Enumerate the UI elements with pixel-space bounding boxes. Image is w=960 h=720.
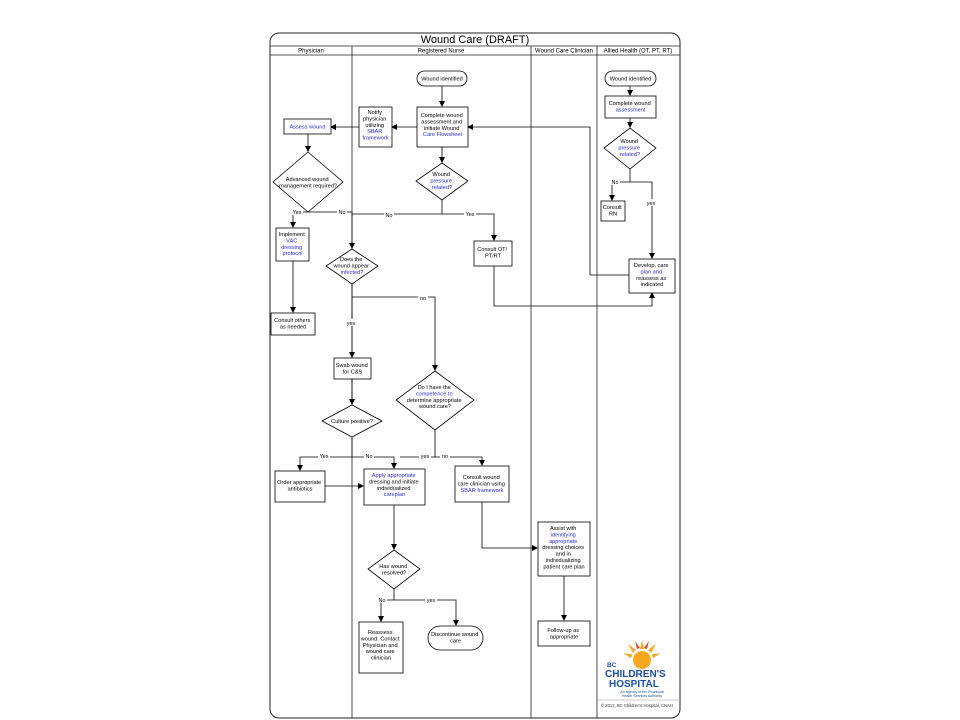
node-wound-resolved-q: Has wound resolved?: [379, 564, 409, 576]
node-consult-others: Consult others as needed: [274, 318, 312, 330]
node-complete-assessment-rn-shape: [416, 106, 469, 148]
diagram-frame: [269, 32, 681, 719]
node-appear-infected-q: Does the wound appear infected?: [332, 257, 370, 276]
edge-label-no-advanced: No: [339, 210, 346, 216]
node-complete-assessment-rn: Complete wound assessment and initiate W…: [421, 113, 465, 138]
node-advanced-wound-q-shape: [272, 151, 344, 213]
edge-label-yes-culture: Yes: [320, 454, 329, 460]
node-wound-pressure-q-ah-shape: [603, 127, 657, 170]
node-wound-identified-ah-shape: [604, 70, 657, 87]
node-apply-dressing-shape: [363, 468, 426, 506]
edge-label-no-pressure: No: [386, 213, 393, 219]
node-consult-clinician: Consult wound care clinician using SBAR …: [458, 475, 507, 494]
node-wound-pressure-q-rn-shape: [415, 162, 469, 201]
node-competence-q-shape: [395, 370, 475, 431]
node-follow-up: Follow-up as appropriate: [547, 628, 580, 640]
node-consult-ot: Consult OT/ PT/RT: [477, 247, 508, 259]
node-advanced-wound-q: Advanced wound management required?: [279, 177, 337, 189]
node-notify-physician: Notify physician utilizing SBAR framewor…: [362, 110, 388, 142]
logo-tagline2: Health Services Authority: [622, 694, 662, 698]
logo-line2: CHILDREN'S: [605, 669, 666, 680]
node-competence-q: Do I have the competence to determine ap…: [407, 385, 463, 410]
node-wound-identified-ah: Wound identified: [610, 77, 652, 83]
edge-label-yes-resolved: yes: [427, 598, 436, 604]
logo-tagline1: An agency of the Provincial: [620, 690, 664, 694]
edge-label-no-resolved: No: [379, 598, 386, 604]
node-complete-assessment-ah: Complete wound assessment: [609, 101, 653, 113]
node-swab-wound-shape: [333, 357, 372, 380]
lane-wound-care-clinician: Wound Care Clinician: [535, 49, 593, 55]
node-assess-wound: Assess wound: [289, 125, 325, 131]
node-apply-dressing: Apply appropriate dressing and initiate …: [369, 473, 420, 498]
edge-label-yes-pressure: Yes: [466, 212, 475, 218]
bc-childrens-hospital-logo: BC CHILDREN'S HOSPITAL An agency of the …: [605, 640, 666, 698]
node-wound-pressure-q-rn: Wound pressure related?: [430, 172, 453, 191]
node-wound-pressure-q-ah: Wound pressure related?: [618, 139, 641, 158]
node-swab-wound: Swab wound for C&S: [336, 363, 370, 375]
node-consult-clinician-shape: [454, 465, 510, 503]
node-develop-plan-shape: [628, 258, 676, 294]
edge-label-yes-advanced: Yes: [293, 210, 302, 216]
node-assist-identifying: Assist with identifying appropriate dres…: [542, 526, 585, 570]
node-assist-identifying-shape: [537, 521, 591, 577]
node-discontinue-care-shape: [427, 625, 484, 651]
node-wound-identified-rn: Wound identified: [421, 77, 463, 83]
footer-copyright: © 2012, BC Children's Hospital, CNAH: [601, 703, 673, 708]
diagram-title: Wound Care (DRAFT): [421, 34, 530, 46]
node-consult-rn-shape: [600, 200, 626, 222]
node-consult-rn: Consult RN: [603, 205, 624, 217]
node-notify-physician-shape: [358, 106, 393, 148]
node-follow-up-shape: [537, 620, 591, 647]
edge-label-yes-pressure-ah: yes: [647, 201, 656, 207]
node-culture-positive-q: Culture positive?: [331, 419, 373, 425]
logo-line3: HOSPITAL: [609, 679, 659, 690]
node-assess-wound-shape: [283, 118, 332, 135]
edge-label-no-culture: No: [366, 454, 373, 460]
node-appear-infected-q-shape: [325, 248, 379, 285]
logo-line1: BC: [607, 662, 617, 669]
node-culture-positive-q-shape: [321, 404, 383, 438]
node-develop-plan: Develop, care plan and reassess as indic…: [634, 263, 670, 288]
node-reassess-wound: Reassess wound. Contact Physician and wo…: [360, 630, 401, 662]
node-order-antibiotics: Order appropriate antibiotics: [277, 480, 323, 492]
node-complete-assessment-ah-shape: [604, 95, 657, 119]
node-wound-identified-rn-shape: [416, 70, 468, 87]
edge-label-yes-competence: yes: [421, 454, 430, 460]
edge-label-yes-infected: yes: [347, 321, 356, 327]
edge-label-no-infected: no: [420, 296, 426, 302]
edge-label-no-pressure-ah: No: [612, 180, 619, 186]
node-reassess-wound-shape: [358, 621, 404, 674]
node-implement-vac: Implement VAC dressing protocol: [279, 232, 307, 257]
lane-allied-health: Allied Health (OT, PT, RT): [604, 49, 673, 55]
node-consult-others-shape: [270, 312, 316, 336]
sun-icon: [623, 640, 661, 669]
lane-physician: Physician: [298, 49, 324, 55]
edge-label-no-competence: no: [442, 454, 448, 460]
node-discontinue-care: Discontinue wound care: [431, 632, 480, 644]
node-order-antibiotics-shape: [274, 470, 326, 503]
lane-registered-nurse: Registered Nurse: [418, 49, 465, 55]
node-wound-resolved-q-shape: [367, 549, 421, 590]
node-implement-vac-shape: [275, 227, 310, 262]
node-consult-ot-shape: [473, 240, 513, 267]
